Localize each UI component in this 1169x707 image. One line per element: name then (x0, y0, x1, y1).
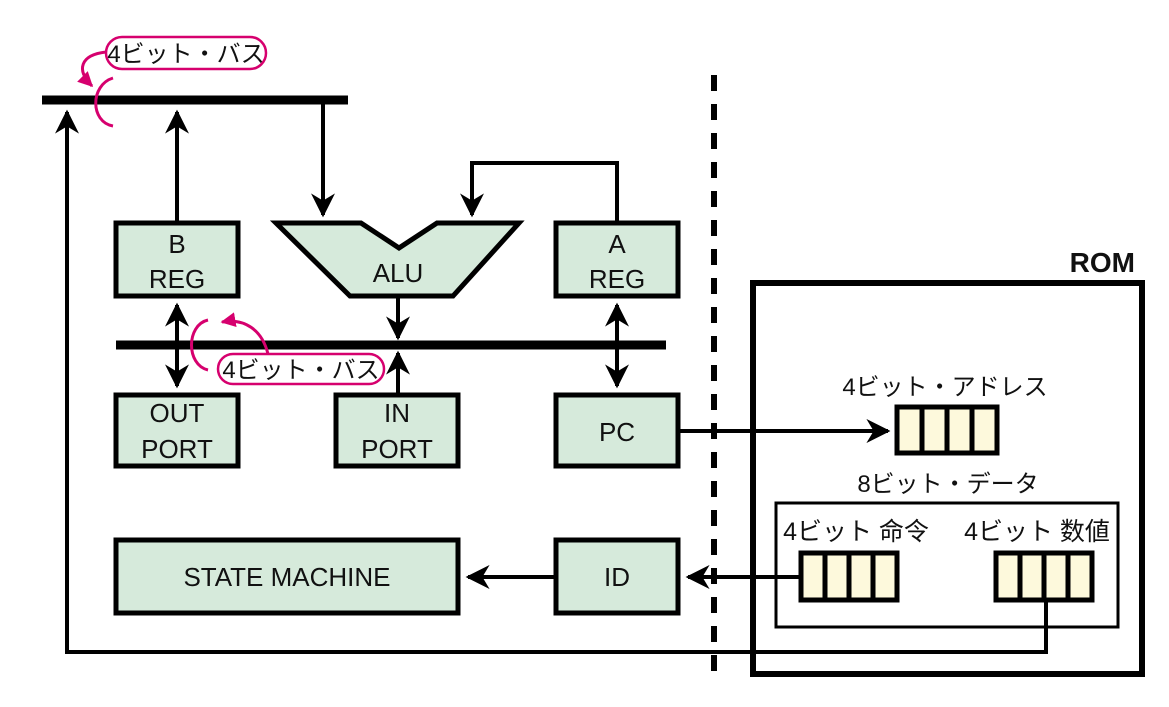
middle-bus-width-mark-icon (190, 318, 209, 372)
middle-bus-label-bubble (216, 352, 386, 386)
in-port-label-line2: PORT (361, 434, 433, 464)
value-register (993, 550, 1095, 603)
out-port-block (113, 392, 241, 469)
value-bit-cell (1017, 550, 1047, 603)
alu-label: ALU (373, 258, 424, 288)
value-label: 4ビット 数値 (964, 518, 1110, 546)
middle-bus-annotation: 4ビット・バス (190, 312, 386, 386)
instruction-bit-cell (870, 550, 900, 603)
address-register (894, 404, 1000, 456)
value-to-top-bus-wire (55, 109, 1048, 654)
state-machine-label: STATE MACHINE (183, 562, 390, 592)
a-reg-block (553, 220, 681, 299)
instruction-register (798, 550, 900, 603)
instruction-bit-cell (846, 550, 876, 603)
rom-block (750, 280, 1145, 677)
b-reg-label-line2: REG (149, 264, 205, 294)
pc-label: PC (599, 417, 635, 447)
address-bit-cell (894, 404, 925, 456)
in-port-label-line1: IN (384, 398, 410, 428)
alu-block (269, 220, 525, 299)
b-reg-label-line1: B (168, 229, 185, 259)
data-label: 8ビット・データ (857, 471, 1038, 498)
out-port-label-line2: PORT (141, 434, 213, 464)
out-port-label-line1: OUT (150, 398, 205, 428)
a-reg-to-alu-arrow (460, 161, 619, 223)
instruction-bit-cell (822, 550, 852, 603)
value-bit-cell (1065, 550, 1095, 603)
middle-bus-label: 4ビット・バス (222, 357, 379, 384)
a-reg-label-line1: A (608, 229, 626, 259)
address-bit-cell (944, 404, 975, 456)
address-label: 4ビット・アドレス (842, 374, 1047, 401)
value-bit-cell (1041, 550, 1071, 603)
a-reg-label-line2: REG (589, 264, 645, 294)
address-bit-cell (919, 404, 950, 456)
instruction-label: 4ビット 命令 (783, 518, 929, 546)
value-bit-cell (993, 550, 1023, 603)
top-bus-label: 4ビット・バス (107, 41, 264, 68)
top-bus-width-mark-icon (94, 76, 114, 128)
instruction-bit-cell (798, 550, 828, 603)
middle-bus-pointer-icon (220, 312, 270, 355)
address-bit-cell (969, 404, 1000, 456)
rom-title: ROM (1070, 247, 1135, 278)
top-bus-annotation: 4ビット・バス (77, 35, 268, 128)
id-block (553, 537, 681, 616)
in-port-block (333, 392, 461, 469)
data-word-box (774, 501, 1120, 629)
top-bus-pointer-icon (77, 50, 107, 88)
pc-block (553, 392, 681, 469)
b-reg-block (113, 220, 241, 299)
id-label: ID (604, 562, 630, 592)
state-machine-block (113, 537, 461, 616)
